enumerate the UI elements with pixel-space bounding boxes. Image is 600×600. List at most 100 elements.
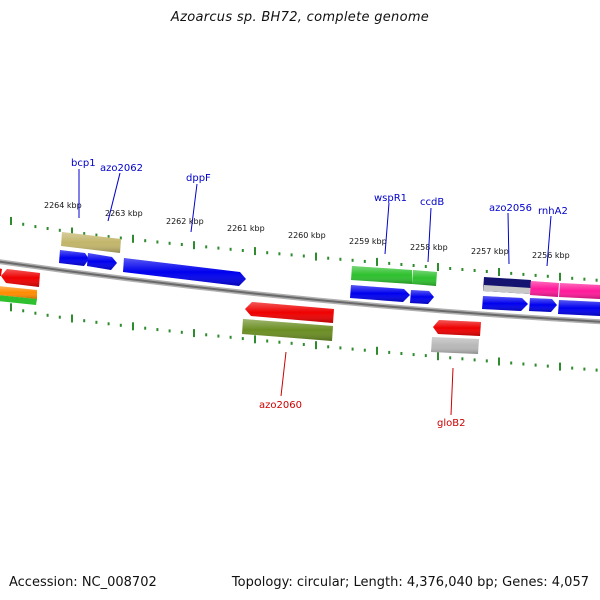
major-tick (254, 335, 256, 344)
minor-tick (461, 357, 464, 361)
features-bottom-strand (0, 268, 481, 354)
minor-tick (327, 345, 330, 349)
major-tick (315, 252, 317, 261)
gene-feature-red-edge[interactable] (0, 268, 2, 276)
minor-tick (473, 269, 476, 272)
gene-label-dppF[interactable]: dppF (186, 173, 211, 184)
major-tick (376, 346, 378, 355)
major-tick (437, 263, 439, 271)
minor-tick (522, 272, 525, 276)
scale-label-2256: 2256 kbp (532, 251, 570, 260)
minor-tick (339, 346, 342, 350)
minor-tick (241, 249, 244, 252)
minor-tick (302, 343, 305, 346)
minor-tick (107, 235, 110, 239)
gene-label-azo2056[interactable]: azo2056 (489, 203, 532, 214)
minor-tick (449, 356, 452, 360)
major-tick (376, 257, 378, 266)
minor-tick (327, 256, 330, 260)
gene-label-bcp1[interactable]: bcp1 (71, 158, 96, 169)
minor-tick (180, 330, 183, 334)
minor-tick (144, 239, 147, 243)
scale-ticks-bottom (10, 303, 598, 372)
minor-tick (412, 353, 415, 357)
major-tick (71, 314, 73, 323)
minor-tick (83, 232, 86, 236)
minor-tick (583, 367, 586, 371)
major-tick (498, 357, 500, 366)
minor-tick (363, 259, 366, 263)
minor-tick (241, 337, 244, 341)
minor-tick (510, 361, 513, 365)
major-tick (437, 352, 439, 361)
minor-tick (351, 347, 354, 351)
minor-tick (534, 363, 537, 367)
minor-tick (351, 258, 354, 262)
minor-tick (205, 333, 208, 337)
major-tick (193, 241, 195, 250)
gene-label-rnhA2[interactable]: rnhA2 (538, 206, 568, 217)
accession-text: Accession: NC_008702 (9, 575, 157, 590)
minor-tick (583, 277, 586, 281)
minor-tick (144, 326, 147, 330)
major-tick (10, 303, 12, 312)
scale-label-2262: 2262 kbp (166, 217, 204, 226)
minor-tick (119, 236, 122, 240)
gene-label-gloB2[interactable]: gloB2 (437, 418, 465, 429)
minor-tick (290, 341, 293, 345)
minor-tick (571, 276, 574, 280)
minor-tick (400, 263, 403, 266)
minor-tick (595, 278, 598, 282)
minor-tick (485, 359, 488, 363)
minor-tick (388, 261, 391, 265)
minor-tick (473, 358, 476, 362)
minor-tick (22, 222, 25, 226)
gene-label-wspR1[interactable]: wspR1 (374, 193, 407, 204)
minor-tick (156, 328, 159, 332)
minor-tick (217, 334, 220, 338)
minor-tick (58, 228, 61, 232)
scale-label-2259: 2259 kbp (349, 237, 387, 246)
minor-tick (461, 268, 464, 271)
minor-tick (278, 252, 281, 256)
genome-backbone-core (0, 260, 600, 323)
scale-label-2257: 2257 kbp (471, 247, 509, 256)
minor-tick (278, 340, 281, 344)
minor-tick (46, 227, 49, 230)
minor-tick (449, 267, 452, 270)
minor-tick (156, 240, 159, 244)
minor-tick (46, 313, 49, 317)
gene-label-azo2062[interactable]: azo2062 (100, 163, 143, 174)
minor-tick (205, 245, 208, 249)
major-tick (10, 217, 12, 225)
minor-tick (229, 247, 232, 251)
minor-tick (339, 257, 342, 261)
minor-tick (363, 348, 366, 352)
minor-tick (302, 254, 305, 258)
major-tick (71, 227, 73, 236)
minor-tick (424, 265, 427, 268)
callout-lines (78, 169, 552, 416)
scale-label-2264: 2264 kbp (44, 201, 82, 210)
minor-tick (266, 251, 269, 255)
minor-tick (119, 323, 122, 327)
minor-tick (266, 339, 269, 343)
gene-label-azo2060[interactable]: azo2060 (259, 400, 302, 411)
major-tick (254, 247, 256, 256)
minor-tick (217, 246, 220, 250)
gene-feature-green-left[interactable] (0, 295, 37, 305)
minor-tick (546, 274, 549, 278)
minor-tick (229, 335, 232, 339)
minor-tick (34, 225, 37, 229)
minor-tick (168, 329, 171, 333)
gene-label-ccdB[interactable]: ccdB (420, 197, 444, 208)
minor-tick (534, 273, 537, 277)
minor-tick (83, 319, 86, 323)
major-tick (193, 329, 195, 338)
minor-tick (412, 264, 415, 267)
map-title: Azoarcus sp. BH72, complete genome (170, 10, 430, 25)
scale-ticks-top (10, 217, 598, 282)
major-tick (132, 234, 134, 243)
minor-tick (22, 309, 25, 313)
